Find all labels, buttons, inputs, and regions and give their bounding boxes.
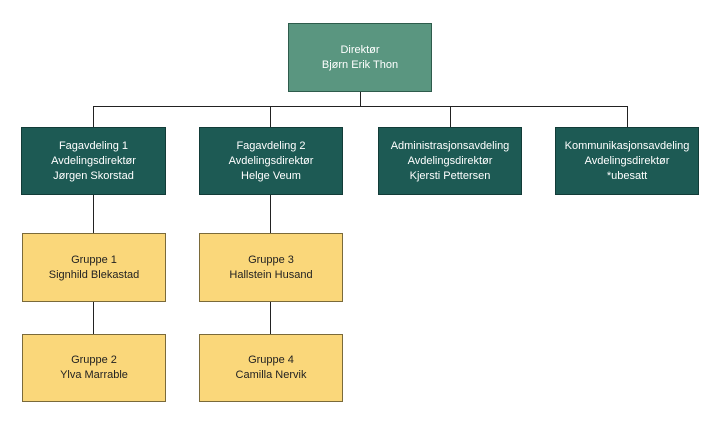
department-head: Jørgen Skorstad	[53, 169, 134, 182]
group-box-4: Gruppe 4 Camilla Nervik	[199, 334, 343, 402]
department-role: Avdelingsdirektør	[407, 154, 493, 167]
group-leader: Signhild Blekastad	[48, 268, 140, 281]
connector-dept-1	[93, 106, 94, 127]
director-name: Bjørn Erik Thon	[321, 58, 399, 71]
department-title: Kommunikasjonsavdeling	[564, 139, 690, 152]
connector-director-down	[360, 92, 361, 106]
connector-horizontal-bus	[93, 106, 627, 107]
group-title: Gruppe 3	[248, 253, 294, 266]
department-box-4: Kommunikasjonsavdeling Avdelingsdirektør…	[555, 127, 699, 195]
department-title: Fagavdeling 1	[58, 139, 129, 152]
department-title: Fagavdeling 2	[236, 139, 306, 152]
department-role: Avdelingsdirektør	[228, 154, 314, 167]
group-box-2: Gruppe 2 Ylva Marrable	[22, 334, 166, 402]
department-box-1: Fagavdeling 1 Avdelingsdirektør Jørgen S…	[21, 127, 166, 195]
department-title: Administrasjonsavdeling	[390, 139, 510, 152]
department-role: Avdelingsdirektør	[51, 154, 136, 167]
connector-dept-2	[270, 106, 271, 127]
group-box-3: Gruppe 3 Hallstein Husand	[199, 233, 343, 302]
group-title: Gruppe 2	[71, 354, 117, 366]
director-title: Direktør	[340, 43, 380, 56]
department-role: Avdelingsdirektør	[584, 154, 670, 167]
group-title: Gruppe 1	[71, 253, 117, 266]
group-box-1: Gruppe 1 Signhild Blekastad	[22, 233, 166, 302]
connector-dept-3	[450, 106, 451, 127]
group-leader: Ylva Marrable	[60, 369, 128, 381]
director-box: Direktør Bjørn Erik Thon	[288, 23, 432, 92]
department-head: Helge Veum	[241, 169, 301, 182]
connector-group3-group4	[270, 302, 271, 334]
group-leader: Camilla Nervik	[235, 369, 307, 381]
department-head: Kjersti Pettersen	[409, 169, 491, 182]
group-leader: Hallstein Husand	[229, 268, 313, 281]
department-box-2: Fagavdeling 2 Avdelingsdirektør Helge Ve…	[199, 127, 343, 195]
connector-dept2-group3	[270, 195, 271, 233]
connector-group1-group2	[93, 302, 94, 334]
department-box-3: Administrasjonsavdeling Avdelingsdirektø…	[378, 127, 522, 195]
connector-dept-4	[627, 106, 628, 127]
group-title: Gruppe 4	[248, 354, 294, 366]
connector-dept1-group1	[93, 195, 94, 233]
department-head: *ubesatt	[606, 169, 648, 182]
